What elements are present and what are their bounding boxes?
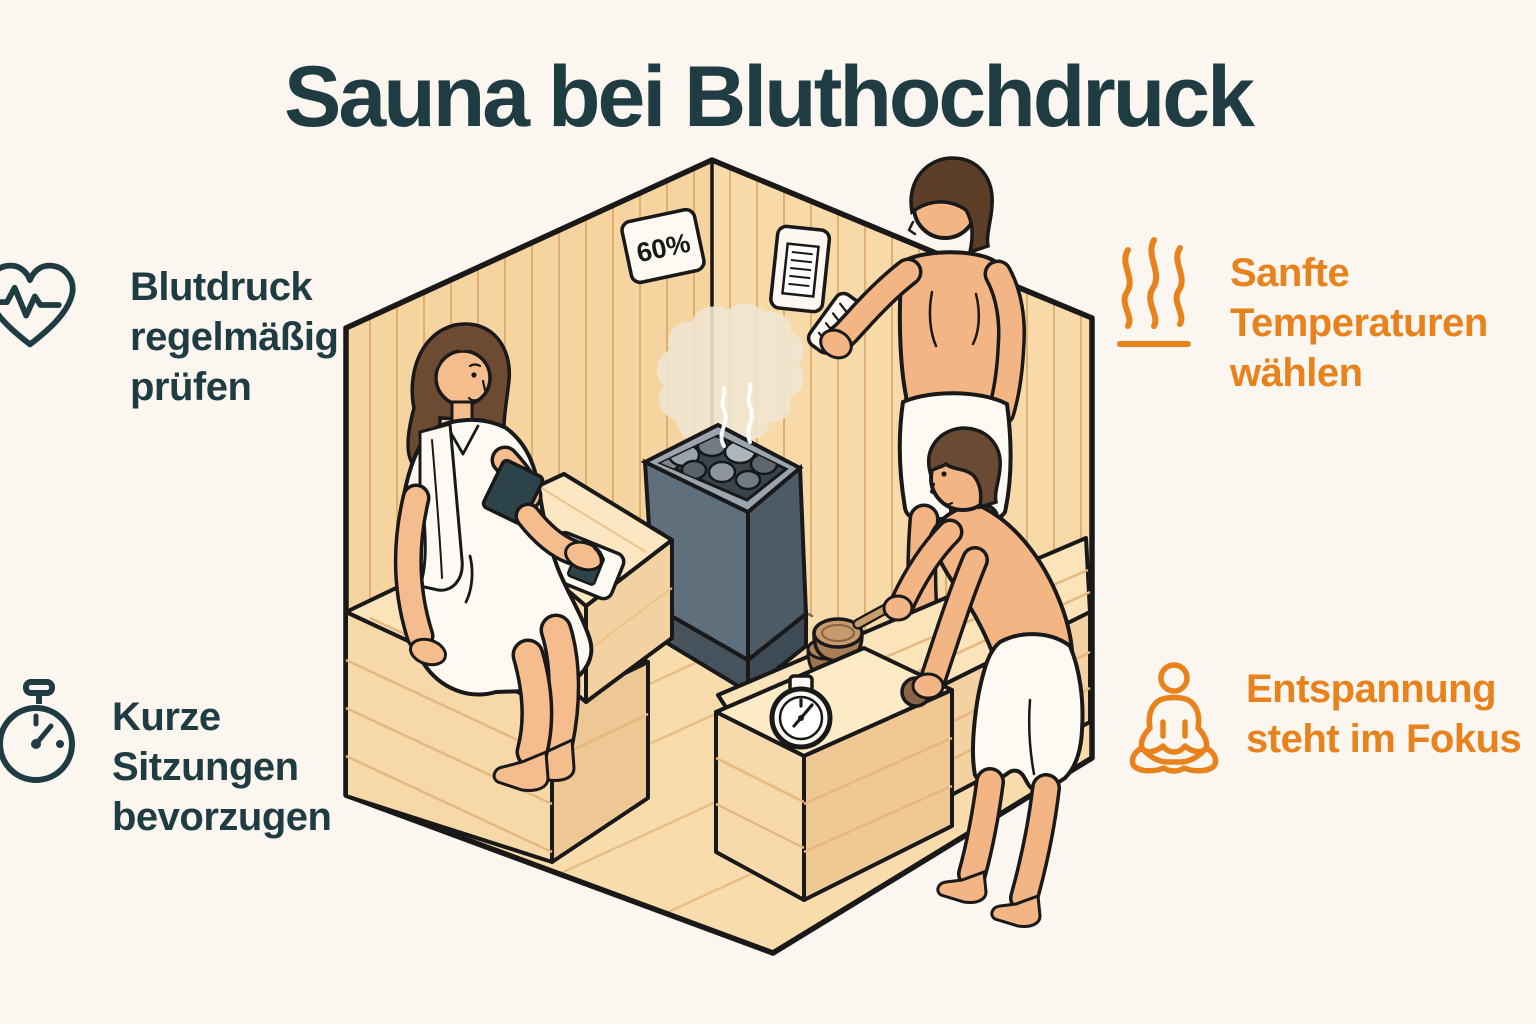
tip-line: prüfen	[130, 365, 252, 409]
man-with-ladle	[882, 426, 1085, 928]
woman-fringe	[436, 330, 492, 368]
ladle	[812, 596, 904, 663]
crouching-man-hair	[927, 426, 1002, 510]
sauna-heater	[640, 382, 809, 697]
tip-line: Blutdruck	[130, 265, 313, 309]
tip-short-sessions: Kurze Sitzungen bevorzugen	[0, 678, 332, 842]
crouching-man-far-hand	[882, 594, 914, 622]
stopwatch-icon	[0, 679, 75, 783]
woman-measuring-blood-pressure	[393, 322, 604, 792]
room-outline	[343, 157, 1095, 956]
tip-line: bevorzugen	[112, 795, 332, 839]
sauna-timer	[769, 674, 833, 750]
woman-right-hand	[564, 540, 604, 572]
tip-line: Sitzungen	[112, 745, 299, 789]
meditation-icon	[1129, 662, 1219, 774]
tip-line: Sanfte	[1230, 251, 1350, 295]
steam-wisps	[719, 382, 754, 448]
woman-face-details	[467, 363, 487, 402]
tip-line: Entspannung	[1246, 667, 1497, 711]
humidity-sign: 60%	[620, 207, 706, 285]
tip-line: Temperaturen	[1230, 301, 1488, 345]
steam-cloud	[656, 303, 804, 449]
crouching-man-foot-left	[936, 869, 988, 904]
tip-gentle-temperatures: Sanfte Temperaturen wählen	[1116, 232, 1488, 398]
crouching-man-foot-right	[990, 893, 1042, 928]
woman-foot-left	[492, 749, 550, 792]
crouching-man-face-details	[929, 471, 954, 506]
tip-blood-pressure: Blutdruck regelmäßig prüfen	[0, 258, 339, 412]
woman-face	[434, 349, 492, 407]
crouching-man-towel	[971, 632, 1085, 794]
tip-line: wählen	[1230, 351, 1363, 395]
wall-thermostat-icon	[769, 224, 832, 314]
standing-man-hair	[909, 156, 994, 255]
timer-bench	[714, 646, 954, 902]
tip-relaxation: Entspannung steht im Fokus	[1124, 660, 1522, 790]
standing-man-hand	[819, 328, 853, 360]
woman-left-hand	[408, 637, 448, 667]
page-title: Sauna bei Bluthochdruck	[284, 49, 1255, 145]
crouching-man-near-hand	[911, 672, 945, 700]
heartbeat-icon	[0, 262, 76, 348]
tip-line: Kurze	[112, 695, 221, 739]
tip-line: steht im Fokus	[1246, 717, 1522, 761]
steam-icon	[1117, 237, 1191, 347]
tip-line: regelmäßig	[130, 315, 339, 359]
